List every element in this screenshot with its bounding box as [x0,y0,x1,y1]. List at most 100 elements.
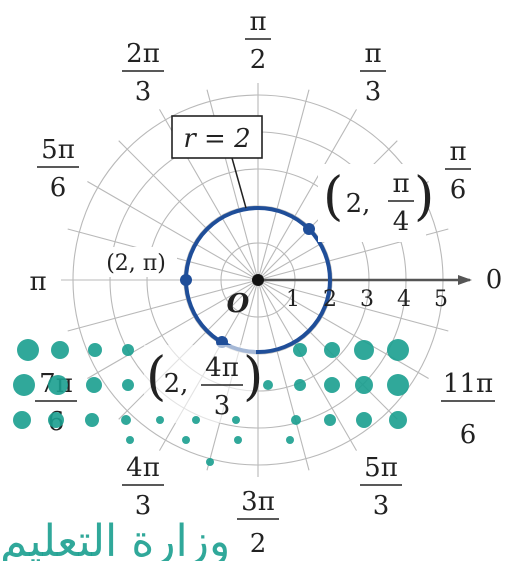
grid-ray [87,279,259,379]
angle-label-4pi-over-3: 4π 3 [122,453,164,521]
watermark-dot [263,380,273,390]
radial-tick-3: 3 [360,287,374,312]
point-2-pi-over-4 [303,223,315,235]
watermark-dot [85,413,99,427]
angle-label-5pi-over-6-den: 6 [50,173,67,203]
watermark-dot [387,374,409,396]
radial-tick-5: 5 [434,287,448,312]
curve-label: r = 2 [183,124,250,154]
watermark-dot [291,415,301,425]
grid-ray [257,279,429,379]
radial-tick-2: 2 [323,287,337,312]
point-label-2-4pi-over-3-num: 4π [205,353,239,383]
angle-label-pi-over-3: π 3 [360,39,386,107]
point-label-2-4pi-over-3-den: 3 [214,391,231,421]
angle-label-3pi-over-2-num: 3π [241,487,275,517]
angle-label-pi: π [29,267,46,297]
watermark-dot [192,416,200,424]
angle-label-pi-over-2-num: π [249,7,266,37]
angle-label-5pi-over-3-den: 3 [373,491,390,521]
watermark-dot [88,343,102,357]
origin-label: O [227,289,250,319]
watermark-dot [232,416,240,424]
pole-point [252,274,264,286]
angle-label-pi-over-2: π 2 [245,7,271,75]
curve-label-leader [231,157,247,209]
watermark-dot [13,411,31,429]
radial-tick-4: 4 [397,287,411,312]
watermark-dot [206,458,214,466]
watermark-dot [17,339,39,361]
point-label-bg [144,345,256,423]
angle-label-11pi-over-6-den: 6 [460,420,477,450]
point-label-2-4pi-over-3: ( 2, 4π 3 ) [144,345,263,423]
grid-ray [257,279,357,451]
watermark-dot [126,436,134,444]
angle-label-2pi-over-3-num: 2π [126,39,160,69]
grid-ray [87,181,259,281]
grid-ray [257,279,449,332]
grid-ray [257,109,357,281]
angle-label-pi-over-6-den: 6 [450,175,467,205]
grid-ray [257,89,310,281]
watermark-dot [121,415,131,425]
watermark-dot [286,436,294,444]
angle-label-2pi-over-3: 2π 3 [122,39,164,107]
watermark-dot [156,416,164,424]
point-label-2-4pi-over-3-r: 2, [164,369,189,399]
watermark-dot [234,436,242,444]
point-label-2-pi-over-4-den: 4 [393,207,410,237]
watermark-dot [122,379,134,391]
watermark-dot [324,414,336,426]
angle-label-3pi-over-2-den: 2 [250,529,267,559]
grid-ray [67,279,259,332]
watermark-dot [356,412,372,428]
angle-label-0: 0 [486,265,503,295]
angle-label-2pi-over-3-den: 3 [135,77,152,107]
watermark-dot [293,343,307,357]
watermark-dot [182,436,190,444]
grid-ray [118,140,259,281]
angle-label-3pi-over-2: 3π 2 [237,487,279,559]
watermark-dot [51,341,69,359]
watermark-dot [48,375,68,395]
angle-label-5pi-over-3-num: 5π [364,453,398,483]
angle-label-4pi-over-3-num: 4π [126,453,160,483]
point-label-bg [95,247,177,277]
angle-label-5pi-over-6: 5π 6 [37,135,79,203]
angle-label-11pi-over-6-num: 11π [443,369,493,399]
watermark-text: وزارة التعليم [0,516,230,561]
point-label-2-pi-over-4: ( 2, π 4 ) [318,164,434,242]
angle-label-11pi-over-6: 11π 6 [441,369,495,450]
angle-label-4pi-over-3-den: 3 [135,491,152,521]
point-label-2-pi: (2, π) [106,251,166,276]
angle-label-pi-over-6-num: π [449,137,466,167]
watermark-dot [86,377,102,393]
watermark-dot [324,377,340,393]
angle-label-pi-over-3-num: π [364,39,381,69]
paren-close: ) [243,347,263,407]
paren-open: ( [146,347,166,407]
paren-open: ( [323,167,343,227]
point-label-2-pi-over-4-r: 2, [346,189,371,219]
angle-label-5pi-over-3: 5π 3 [360,453,402,521]
watermark-dot [48,412,64,428]
radial-tick-labels: 1 2 3 4 5 [286,287,448,312]
point-label-2-pi-over-4-num: π [392,169,409,199]
paren-close: ) [414,167,434,227]
watermark-dot [389,411,407,429]
watermark-dot [13,374,35,396]
watermark-dot-pattern [13,339,409,466]
watermark-dot [122,344,134,356]
point-2-pi [180,274,192,286]
angle-label-pi-over-3-den: 3 [365,77,382,107]
watermark-dot [355,376,373,394]
angle-label-pi-over-6: π 6 [445,137,471,205]
point-label-bg [318,164,426,242]
angle-label-pi-over-2-den: 2 [250,45,267,75]
watermark-dot [354,340,374,360]
watermark-dot [387,339,409,361]
angle-label-5pi-over-6-num: 5π [41,135,75,165]
radial-tick-1: 1 [286,287,300,312]
